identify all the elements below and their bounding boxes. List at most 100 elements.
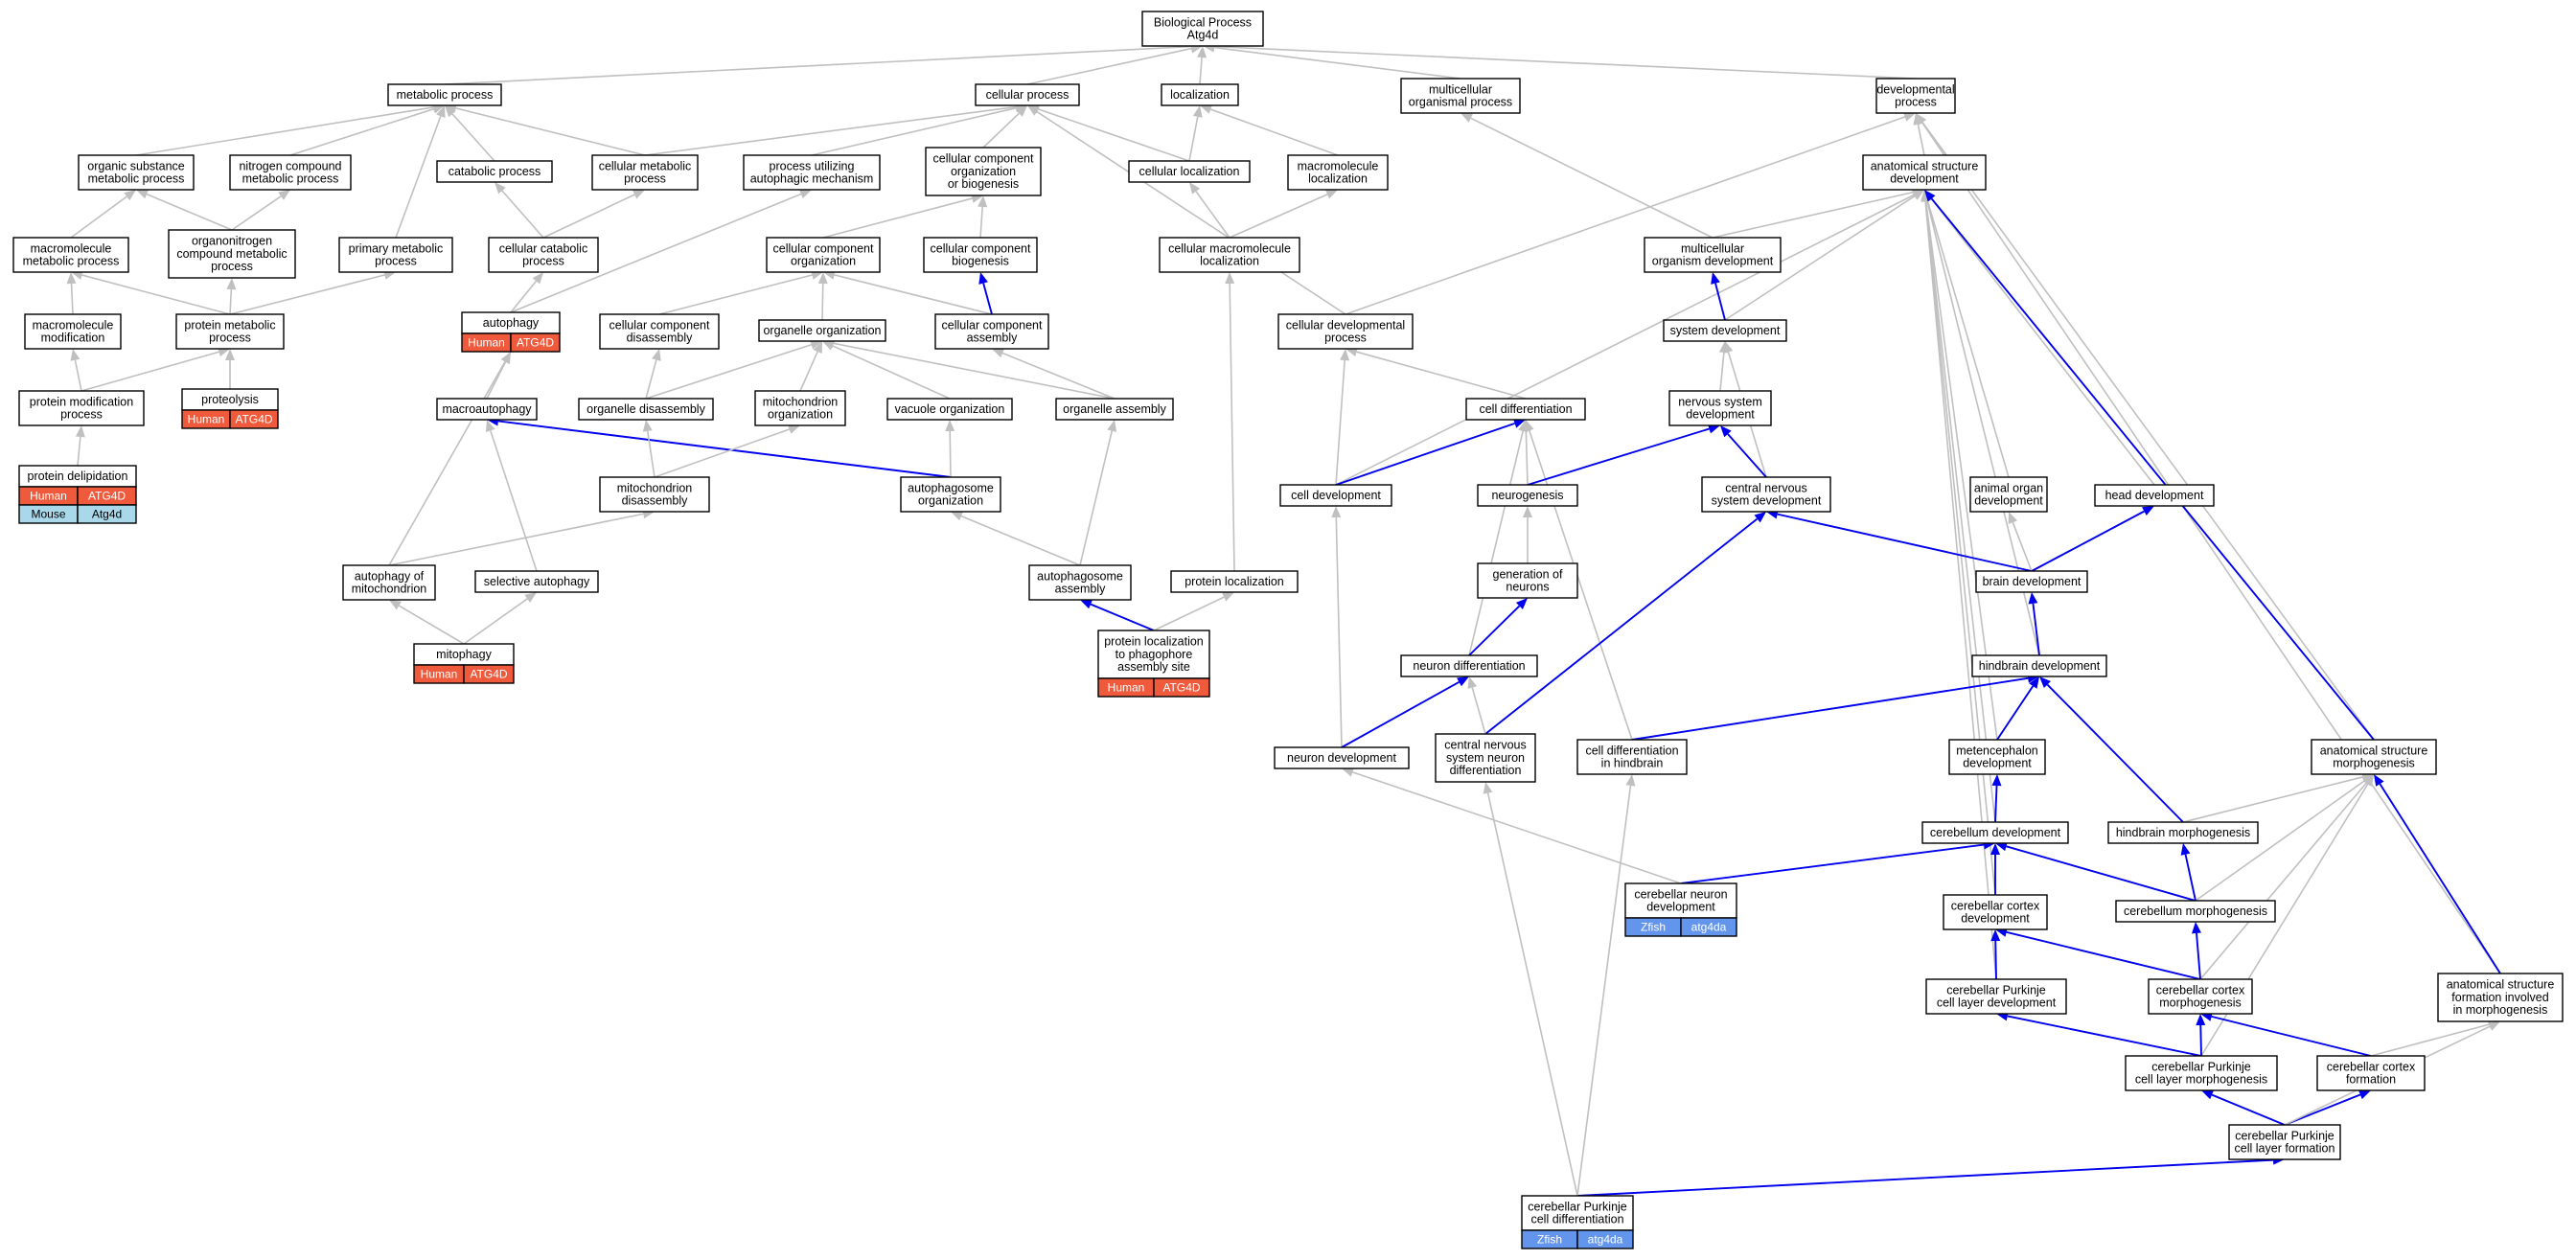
node-label: metabolic process [242,172,339,186]
node-neurdev[interactable]: neuron development [1274,746,1410,769]
edge-sysdev-to-asd [1724,195,1916,321]
node-hbmorph[interactable]: hindbrain morphogenesis [2107,821,2259,844]
gene-label: Atg4d [92,508,122,521]
node-label: cell differentiation [1479,402,1572,416]
node-label: primary metabolic [349,241,444,255]
node-cbdev[interactable]: cerebellum development [1921,821,2069,844]
arrowhead-mitodis-to-mitoorg [788,424,800,434]
edge-cellmet-to-metab [455,107,646,156]
node-box [1971,654,2107,677]
node-label: mitochondrion [352,583,427,596]
node-selaut[interactable]: selective autophagy [474,570,599,593]
node-cbmorph[interactable]: cerebellum morphogenesis [2115,900,2276,923]
node-local[interactable]: localization [1161,83,1239,106]
node-orgorg[interactable]: organelle organization [758,319,886,342]
node-label: development [1961,912,2030,926]
node-box [338,237,453,273]
node-label: protein metabolic [184,318,275,332]
node-orgdis[interactable]: organelle disassembly [578,398,714,421]
node-label: cellular component [610,318,710,332]
node-orgasm[interactable]: organelle assembly [1055,398,1174,421]
node-celldiff[interactable]: cell differentiation [1465,398,1586,421]
node-protloc[interactable]: protein localization [1170,570,1299,593]
node-box [24,313,122,350]
node-sysdev[interactable]: system development [1663,319,1787,342]
node-label: autophagic mechanism [750,172,874,186]
node-label: cerebellar Purkinje [1528,1200,1627,1213]
node-macroaut[interactable]: macroautophagy [436,398,538,421]
edge-catab-to-metab [451,113,495,162]
node-neurog[interactable]: neurogenesis [1477,484,1578,507]
edge-asfm-to-devproc [1921,122,2501,974]
node-catab[interactable]: catabolic process [436,160,553,183]
edge-selaut-to-macroaut [489,430,538,572]
node-hbdev[interactable]: hindbrain development [1971,654,2107,677]
node-celloc[interactable]: cellular localization [1128,160,1251,183]
edge-ccd-to-cco [658,274,813,315]
node-box [1875,78,1956,114]
node-celldevel[interactable]: cell development [1279,484,1392,507]
node-label: Atg4d [1187,29,1219,42]
node-metab[interactable]: metabolic process [387,83,502,106]
node-label: macroautophagy [442,402,532,416]
node-neurdiff[interactable]: neuron differentiation [1400,654,1538,677]
node-label: assembly [967,332,1019,345]
node-braindev[interactable]: brain development [1975,570,2088,593]
node-headdev[interactable]: head development [2094,484,2215,507]
arrowhead-orgdis-to-ccd [652,349,661,361]
node-vacorg[interactable]: vacuole organization [886,398,1013,421]
node-cellproc[interactable]: cellular process [975,83,1080,106]
